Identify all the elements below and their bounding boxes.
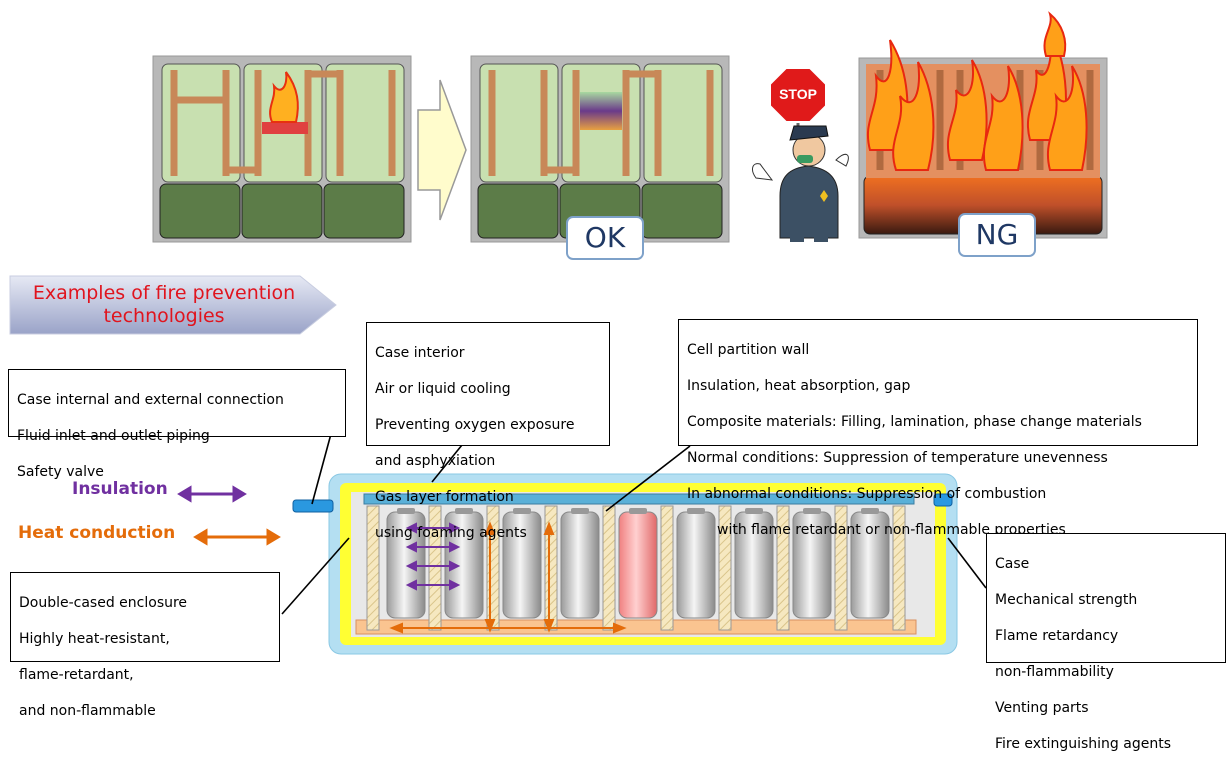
connection-line-1: Case internal and external connection (17, 392, 284, 408)
stop-sign-label: STOP (779, 86, 817, 102)
enclosure-line-1: Double-cased enclosure (19, 595, 188, 611)
enclosure-callout: Double-cased enclosure Highly heat-resis… (10, 572, 280, 719)
enclosure-line-2: Highly heat-resistant, (19, 631, 170, 647)
battery-module-left (152, 55, 412, 243)
interior-line-2: Air or liquid cooling (375, 381, 511, 397)
partition-line-1: Cell partition wall (687, 342, 810, 358)
case-line-3: Flame retardancy (995, 628, 1119, 644)
case-line-4: non-flammability (995, 664, 1114, 680)
interior-line-3: Preventing oxygen exposure (375, 417, 575, 433)
connection-line-2: Fluid inlet and outlet piping (17, 428, 210, 444)
ng-badge: NG (958, 213, 1036, 257)
heat-conduction-legend-arrow (193, 528, 281, 546)
partition-wall-callout: Cell partition wall Insulation, heat abs… (678, 319, 1198, 538)
battery-pack-cross-section (292, 473, 958, 655)
case-line-2: Mechanical strength (995, 592, 1138, 608)
partition-line-4: Normal conditions: Suppression of temper… (687, 450, 1108, 466)
diagram-graphics (9, 11, 1108, 655)
case-interior-callout: Case interior Air or liquid cooling Prev… (366, 322, 610, 541)
partition-line-5: In abnormal conditions: Suppression of c… (687, 486, 1047, 502)
interior-line-1: Case interior (375, 345, 465, 361)
battery-module-ng (858, 11, 1108, 239)
insulation-legend-arrow (177, 485, 247, 503)
case-line-5: Venting parts (995, 700, 1089, 716)
interior-line-6: using foaming agents (375, 525, 527, 541)
progression-arrow (417, 79, 467, 221)
enclosure-line-4: and non-flammable (19, 703, 156, 719)
police-officer-figure (752, 125, 849, 242)
connection-callout: Case internal and external connection Fl… (8, 369, 346, 480)
case-line-1: Case (995, 556, 1030, 572)
interior-line-5: Gas layer formation (375, 489, 514, 505)
case-callout: Case Mechanical strength Flame retardanc… (986, 533, 1226, 752)
stop-sign (769, 67, 827, 130)
ok-badge: OK (566, 216, 644, 260)
banner-line-2: technologies (103, 305, 225, 327)
interior-line-4: and asphyxiation (375, 453, 496, 469)
banner-line-1: Examples of fire prevention (32, 282, 296, 304)
insulation-legend-label: Insulation (72, 479, 168, 499)
connection-line-3: Safety valve (17, 464, 104, 480)
banner-shape (9, 275, 337, 335)
heat-conduction-legend-label: Heat conduction (18, 523, 176, 543)
enclosure-line-3: flame-retardant, (19, 667, 134, 683)
case-line-6: Fire extinguishing agents (995, 736, 1171, 752)
partition-line-3: Composite materials: Filling, lamination… (687, 414, 1142, 430)
partition-line-2: Insulation, heat absorption, gap (687, 378, 911, 394)
banner-title: Examples of fire prevention technologies (14, 282, 314, 328)
battery-module-ok (470, 55, 730, 243)
